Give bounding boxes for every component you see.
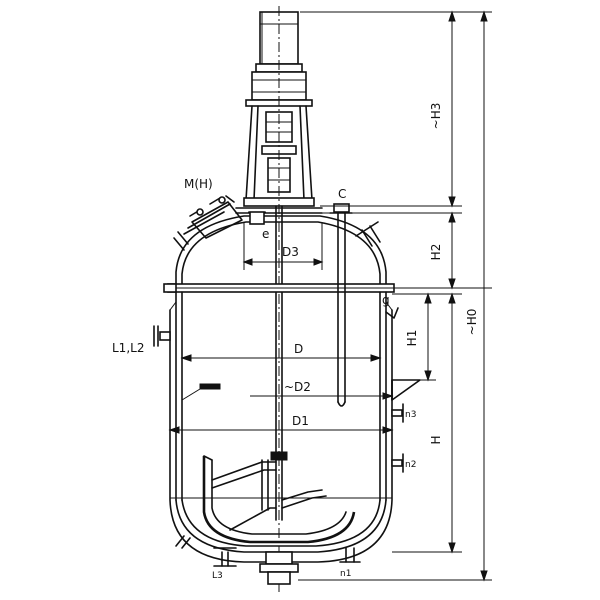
label-h2: H2 — [429, 244, 443, 261]
bottom-outlet — [259, 551, 299, 585]
label-h1: H1 — [405, 330, 419, 347]
nozzle-n2 — [391, 453, 404, 473]
jacket — [169, 301, 393, 563]
dimension-d1 — [168, 426, 394, 434]
label-n2: n2 — [405, 460, 416, 470]
label-nozzle-c: C — [338, 187, 346, 201]
dimension-d2 — [250, 392, 394, 400]
label-d3: D3 — [282, 245, 299, 259]
thermowell-c — [329, 203, 353, 407]
extension-lines — [298, 11, 492, 581]
nozzle-n1 — [339, 547, 361, 563]
dimension-h0 — [480, 10, 488, 582]
dimension-h3 — [448, 10, 456, 208]
label-l3: L3 — [212, 571, 223, 581]
label-n1: n1 — [340, 569, 351, 579]
nozzle-bottom-left — [175, 535, 191, 549]
body-flange — [164, 283, 398, 293]
dimension-h1 — [424, 292, 432, 382]
label-manhole: M(H) — [184, 177, 213, 191]
manhole — [183, 195, 243, 239]
nozzle-l1-l2 — [153, 283, 177, 347]
label-l1-l2: L1,L2 — [112, 341, 144, 355]
upper-head — [175, 215, 387, 287]
label-h: H — [429, 435, 443, 444]
anchor-agitator — [202, 451, 356, 544]
label-h3: ~H3 — [429, 103, 443, 130]
nozzle-left-top — [173, 231, 189, 251]
label-d1: D1 — [292, 414, 309, 428]
nozzle-n3 — [391, 403, 404, 423]
nozzle-right-top — [355, 221, 381, 247]
dimension-h2 — [448, 211, 456, 290]
dimension-h — [448, 292, 456, 554]
dimension-d — [180, 354, 382, 362]
label-d: D — [294, 342, 303, 356]
label-n3: n3 — [405, 410, 416, 420]
label-h0: ~H0 — [465, 309, 479, 336]
nozzle-g — [385, 307, 399, 319]
label-d2: ~D2 — [284, 380, 311, 394]
label-nozzle-e: e — [262, 227, 269, 241]
lug-support — [391, 379, 421, 401]
nozzle-e — [248, 211, 266, 225]
level-marker — [181, 383, 221, 401]
agitator-shaft — [275, 205, 283, 521]
label-nozzle-g: g — [382, 293, 390, 307]
nozzle-l3 — [213, 547, 237, 567]
dimension-d3 — [242, 222, 324, 270]
